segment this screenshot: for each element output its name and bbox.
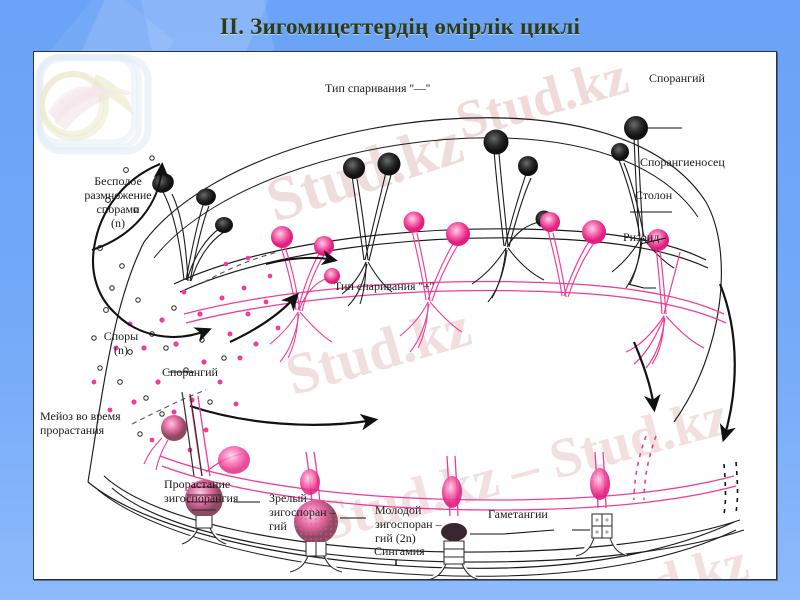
sporangium-head-plus: [271, 226, 293, 248]
sporangium-head: [518, 156, 538, 176]
sporangium-head-plus: [403, 211, 425, 233]
label-mating-type-plus: Тип спаривания ''+'': [334, 279, 434, 293]
sporangium-head-plus: [446, 222, 470, 246]
label-sporangium: Спорангий: [649, 71, 705, 85]
slide-title: II. Зигомицеттердің өмірлік циклі: [219, 14, 581, 39]
sporangium-head-plus: [540, 212, 560, 232]
label-spores: Споры (n): [103, 329, 139, 357]
label-meiosis: Мейоз во время прорастания: [40, 409, 121, 437]
diagram-card: Stud.kz Stud.kz Stud.kz Stud.kz – Stud.k…: [33, 51, 777, 580]
sporangium-head: [483, 129, 509, 155]
spore-cloud: [91, 155, 281, 453]
sporangium-head: [611, 143, 629, 161]
sporangium-head: [624, 116, 648, 140]
label-syngamy: Сингамия: [374, 544, 425, 558]
label-asexual-reproduction: Бесполое размножение спорами (n): [84, 174, 152, 230]
label-sporangium-left: Спорангий: [162, 365, 218, 379]
label-young-zygosporangium: Молодой зигоспоран – гий (2n): [375, 503, 442, 545]
lifecycle-diagram-artwork: [87, 116, 745, 579]
sporangium-germinating: [161, 415, 187, 441]
label-gametangia: Гаметангии: [488, 507, 548, 521]
zygosporangium: [185, 480, 223, 518]
gametangia-cells: [575, 513, 629, 557]
sporangium-head-plus: [314, 236, 334, 256]
sporangium-head: [377, 152, 401, 176]
label-rhizoid: Ризоид: [623, 230, 660, 244]
label-germination: Прорастание зигоспорангия: [164, 477, 239, 505]
label-mating-type-minus: Тип спаривания ''—'': [325, 81, 431, 95]
label-stolon: Столон: [635, 188, 673, 202]
label-mature-zygosporangium: Зрелый зигоспоран – гий: [269, 491, 336, 533]
sporangium-head: [343, 157, 365, 179]
label-sporangiophore: Спорангиеносец: [640, 155, 725, 169]
sporangium-head-plus: [324, 268, 340, 284]
young-zygosporangium: [441, 523, 467, 541]
sporangium-head-plus: [582, 220, 606, 244]
germinating-zygospore: [218, 446, 250, 474]
